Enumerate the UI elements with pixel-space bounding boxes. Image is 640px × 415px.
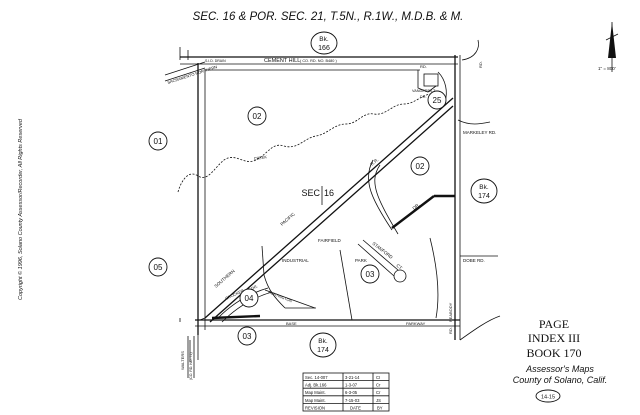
north-arrow — [605, 22, 619, 72]
svg-text:04: 04 — [245, 294, 254, 303]
label-peabody: PEABODY — [448, 302, 453, 322]
svg-text:01: 01 — [154, 137, 163, 146]
svg-text:05: 05 — [154, 263, 163, 272]
label-ms-drain: S.I.D. DRAIN — [205, 59, 226, 63]
label-rr: R.R. — [369, 157, 379, 167]
label-base: BASE — [286, 321, 297, 326]
parcel-04: 04 — [239, 288, 259, 308]
parcel-03-south: 03 — [237, 326, 257, 346]
svg-text:03: 03 — [243, 332, 252, 341]
industrial-park-lines — [261, 237, 439, 321]
label-sacramento-northern: SACRAMENTO NORTHERN — [167, 64, 218, 85]
label-park: PARK — [355, 258, 367, 263]
book-ref-right-bk: Bk. — [479, 184, 489, 191]
label-walters-note: (CO. RD. NO. 71) — [189, 352, 193, 380]
book-ref-right: Bk. 174 — [470, 178, 498, 204]
label-rd-top: RD. — [420, 64, 427, 69]
agency-line-2: County of Solano, Calif. — [513, 375, 608, 385]
svg-text:16: 16 — [324, 188, 334, 198]
label-road-note: ( CO. RD. NO. B480 ) — [300, 59, 337, 63]
label-walters: WALTERS — [180, 351, 185, 370]
rev-row-1-date: 3-21-14 — [345, 375, 360, 380]
right-side-road — [457, 39, 501, 341]
label-parkway: PARKWAY — [406, 321, 426, 326]
page-label: PAGE — [539, 317, 569, 331]
parcel-02-north: 02 — [247, 106, 267, 126]
page-book: BOOK 170 — [526, 346, 581, 360]
parcel-03-center: 03 — [360, 264, 380, 284]
rev-row-1-desc: Sec. 14-007 — [305, 375, 328, 380]
parcel-01: 01 — [148, 131, 168, 151]
label-peabody-rd: RD. — [448, 327, 453, 334]
book-ref-bottom-num: 174 — [317, 347, 329, 354]
scale-label: 1" = 800' — [598, 66, 616, 71]
label-markeley-rd: MARKELEY RD. — [463, 130, 496, 135]
book-ref-top: Bk. 166 — [310, 31, 338, 55]
rev-row-3-desc: Map Maint. — [305, 390, 326, 395]
parcel-05: 05 — [148, 257, 168, 277]
rev-row-2-date: 1-3-07 — [345, 383, 358, 388]
label-vanderbilt: VANDERBILT — [412, 89, 436, 93]
page-index: INDEX III — [528, 331, 580, 345]
section-label: SEC 16 — [301, 186, 334, 205]
rev-row-2-by: Cr — [376, 383, 381, 388]
drive-curve — [368, 159, 455, 235]
rev-row-2-desc: Adj. Bk.166 — [305, 383, 327, 388]
book-ref-bottom: Bk. 174 — [309, 332, 337, 358]
rev-row-3-date: 6-3-05 — [345, 390, 358, 395]
agency-line-1: Assessor's Maps — [525, 364, 594, 374]
walters-rd — [187, 336, 195, 378]
label-pacific: PACIFIC — [279, 211, 296, 227]
label-southern: SOUTHERN — [213, 268, 235, 288]
svg-text:14-15: 14-15 — [541, 395, 555, 401]
label-ct: CT. — [395, 263, 403, 271]
svg-text:02: 02 — [416, 162, 425, 171]
book-ref-bottom-bk: Bk. — [318, 338, 328, 345]
map-title: SEC. 16 & POR. SEC. 21, T.5N., R.1W., M.… — [193, 11, 464, 23]
svg-text:03: 03 — [366, 270, 375, 279]
book-ref-right-num: 174 — [478, 193, 490, 200]
label-cement-hill: CEMENT HILL — [264, 58, 300, 64]
page-badge: 14-15 — [535, 389, 561, 403]
label-dr2: DR. — [250, 283, 258, 290]
rev-header-by: BY — [377, 405, 383, 410]
creek-line — [177, 93, 431, 193]
rev-header-date: DATE — [350, 405, 361, 410]
label-industrial: INDUSTRIAL — [282, 258, 309, 263]
label-vanderbilt-dr: DR. — [420, 95, 427, 99]
label-dobe-rd: DOBE RD. — [463, 258, 485, 263]
book-ref-top-num: 166 — [318, 45, 330, 52]
southern-pacific-railroad — [199, 97, 454, 323]
parcel-25: 25 — [427, 90, 447, 110]
rev-row-4-desc: Map Maint. — [305, 398, 326, 403]
section-boundaries — [179, 47, 461, 362]
label-creek: CREEK — [254, 155, 268, 161]
rev-row-4-date: 7-15-03 — [345, 398, 360, 403]
svg-text:25: 25 — [433, 96, 442, 105]
label-dr: DR. — [412, 202, 421, 211]
stanford-ct — [357, 239, 407, 283]
label-fairfield: FAIRFIELD — [318, 238, 342, 243]
rev-row-1-by: CI — [376, 375, 380, 380]
parcel-02-east: 02 — [410, 156, 430, 176]
copyright-note: Copyright © 1996, Solano County Assessor… — [17, 118, 24, 300]
sacramento-northern-rail — [164, 61, 206, 82]
book-ref-top-bk: Bk. — [319, 36, 329, 43]
label-huntington: HUNTINGTON — [268, 290, 293, 303]
rev-row-3-by: Cr — [376, 390, 381, 395]
label-rd-right: RD. — [478, 61, 483, 68]
rev-header-desc: REVISION — [305, 405, 325, 410]
rev-row-4-by: JS — [376, 398, 381, 403]
revision-table: Sec. 14-007 3-21-14 CI Adj. Bk.166 1-3-0… — [302, 372, 390, 412]
svg-text:02: 02 — [253, 112, 262, 121]
svg-text:SEC: SEC — [301, 188, 320, 198]
